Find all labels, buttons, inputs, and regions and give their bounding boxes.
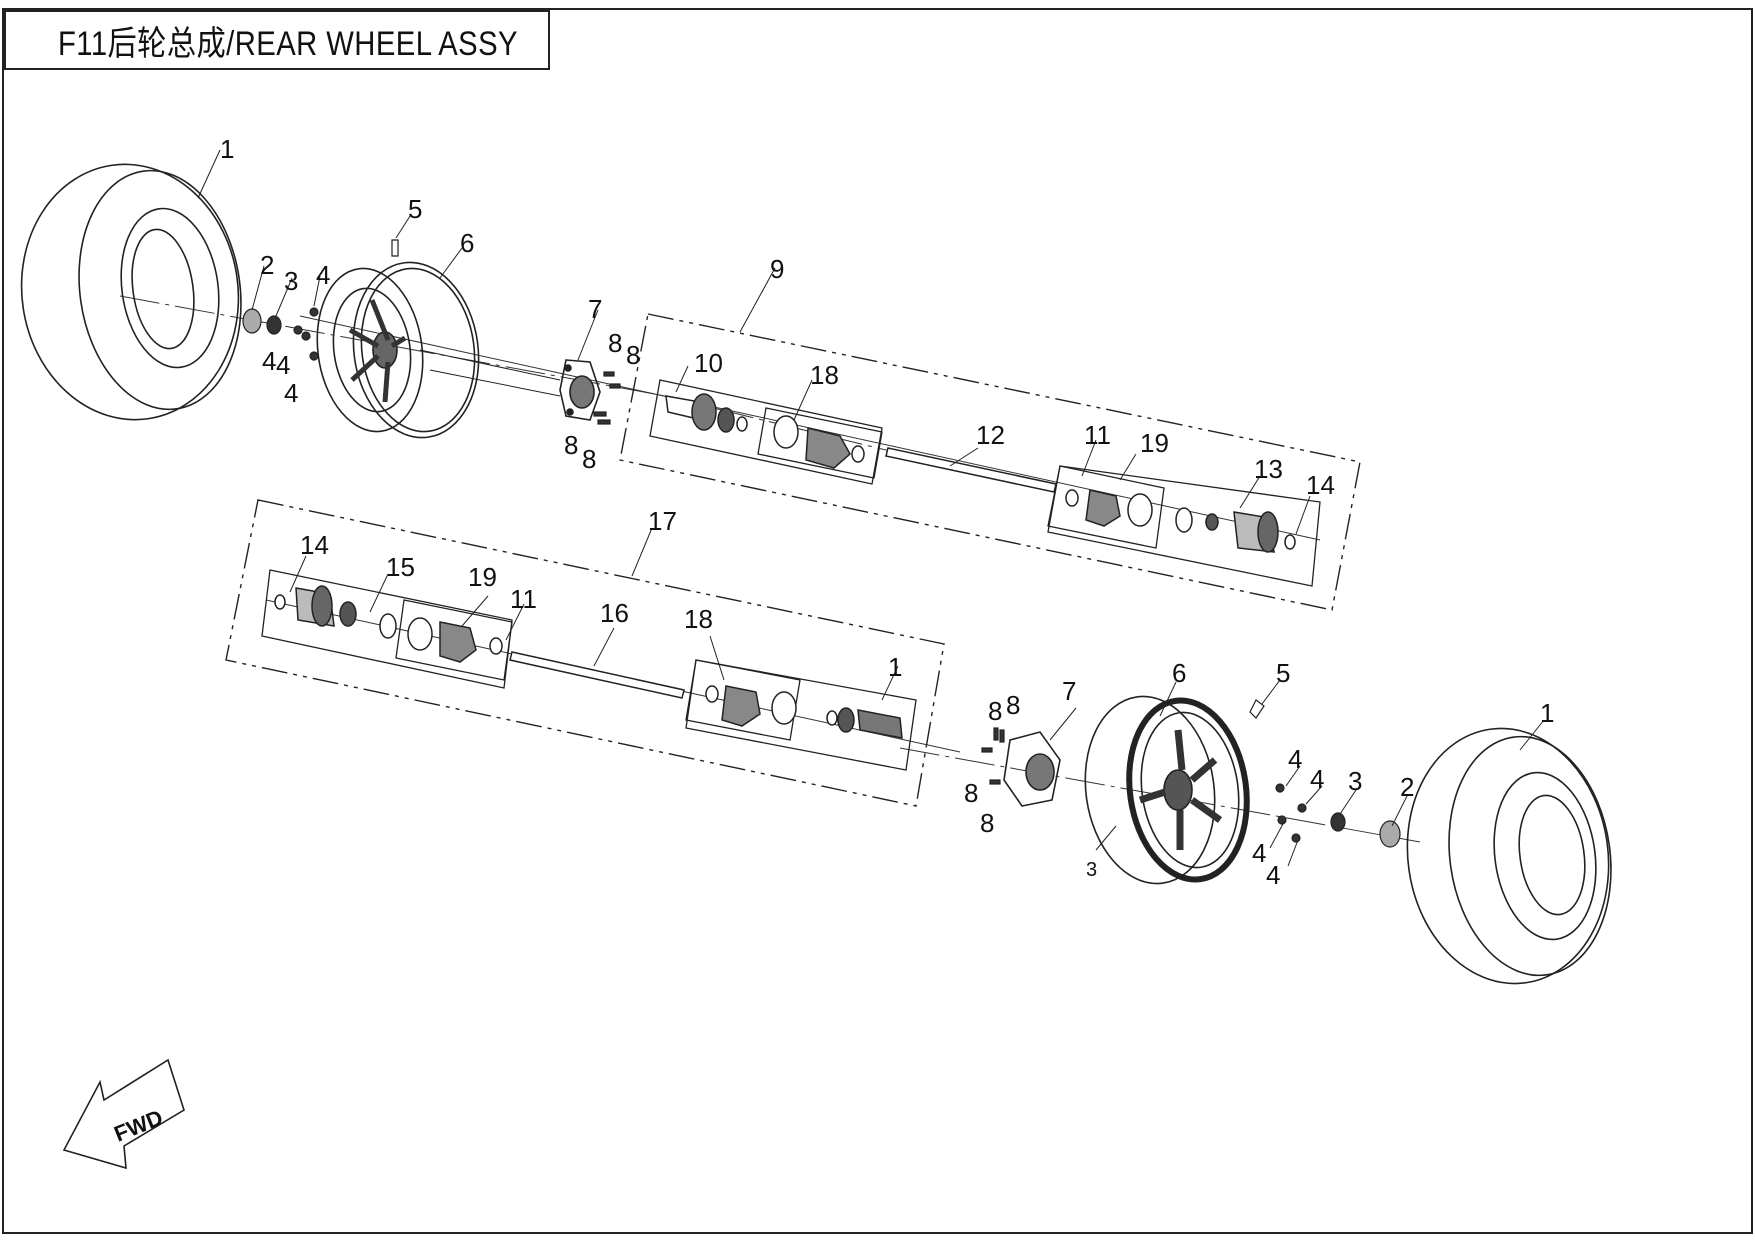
hardware-parts xyxy=(242,239,1401,848)
callout-3: 3 xyxy=(284,266,298,296)
callout-2: 2 xyxy=(260,250,274,280)
page-title: F11后轮总成/REAR WHEEL ASSY xyxy=(58,24,518,63)
callout-6: 6 xyxy=(1172,658,1186,688)
callout-3: 3 xyxy=(1086,859,1097,881)
wheel-rim-left xyxy=(316,261,561,439)
callout-14: 14 xyxy=(1306,470,1335,500)
assembly-axis-lines xyxy=(265,315,1321,753)
callout-3: 3 xyxy=(1348,766,1362,796)
callout-7: 7 xyxy=(1062,676,1076,706)
callout-8: 8 xyxy=(626,340,640,370)
callout-4: 4 xyxy=(1310,764,1324,794)
callout-1: 1 xyxy=(220,134,234,164)
callout-4: 4 xyxy=(276,350,290,380)
callout-5: 5 xyxy=(408,194,422,224)
callout-8: 8 xyxy=(1006,690,1020,720)
callout-5: 5 xyxy=(1276,658,1290,688)
callout-13: 13 xyxy=(1254,454,1283,484)
callout-8: 8 xyxy=(564,430,578,460)
callout-18: 18 xyxy=(810,360,839,390)
assembly-outline-17 xyxy=(225,499,945,807)
callout-8: 8 xyxy=(608,328,622,358)
callout-4: 4 xyxy=(262,346,276,376)
forward-direction-arrow: FWD xyxy=(62,1058,185,1170)
callout-8: 8 xyxy=(582,444,596,474)
callout-8: 8 xyxy=(964,778,978,808)
callout-1: 1 xyxy=(1540,698,1554,728)
wheel-hub-right xyxy=(1003,731,1061,807)
title-box: F11后轮总成/REAR WHEEL ASSY xyxy=(4,10,550,70)
callout-1: 1 xyxy=(888,652,902,682)
callout-19: 19 xyxy=(468,562,497,592)
callout-11: 11 xyxy=(1084,420,1111,450)
callout-8: 8 xyxy=(980,808,994,838)
callout-2: 2 xyxy=(1400,772,1414,802)
callout-6: 6 xyxy=(460,228,474,258)
leader-lines xyxy=(197,149,1545,867)
callout-12: 12 xyxy=(976,420,1005,450)
callout-9: 9 xyxy=(770,254,784,284)
callout-4: 4 xyxy=(1266,860,1280,890)
callout-10: 10 xyxy=(694,348,723,378)
sub-assembly-boxes xyxy=(261,379,1321,771)
callout-numbers: 1 2 3 4 4 4 4 5 6 7 8 8 8 8 9 10 18 12 1… xyxy=(220,134,1554,890)
callout-7: 7 xyxy=(588,294,602,324)
callout-16: 16 xyxy=(600,598,629,628)
drive-shafts xyxy=(274,393,1296,739)
callout-17: 17 xyxy=(648,506,677,536)
center-axis-lines xyxy=(119,295,1421,843)
callout-4: 4 xyxy=(1288,744,1302,774)
callout-19: 19 xyxy=(1140,428,1169,458)
wheel-rim-right xyxy=(1084,695,1250,885)
wheel-hub-left xyxy=(559,359,601,421)
callout-18: 18 xyxy=(684,604,713,634)
callout-4: 4 xyxy=(1252,838,1266,868)
rear-tire-left xyxy=(20,163,242,421)
callout-4: 4 xyxy=(316,260,330,290)
callout-11: 11 xyxy=(510,584,537,614)
rear-tire-right xyxy=(1406,727,1612,985)
callout-8: 8 xyxy=(988,696,1002,726)
callout-14: 14 xyxy=(300,530,329,560)
callout-15: 15 xyxy=(386,552,415,582)
drawing-frame xyxy=(2,8,1753,1234)
assembly-outline-9 xyxy=(619,313,1361,611)
callout-4: 4 xyxy=(284,378,298,408)
